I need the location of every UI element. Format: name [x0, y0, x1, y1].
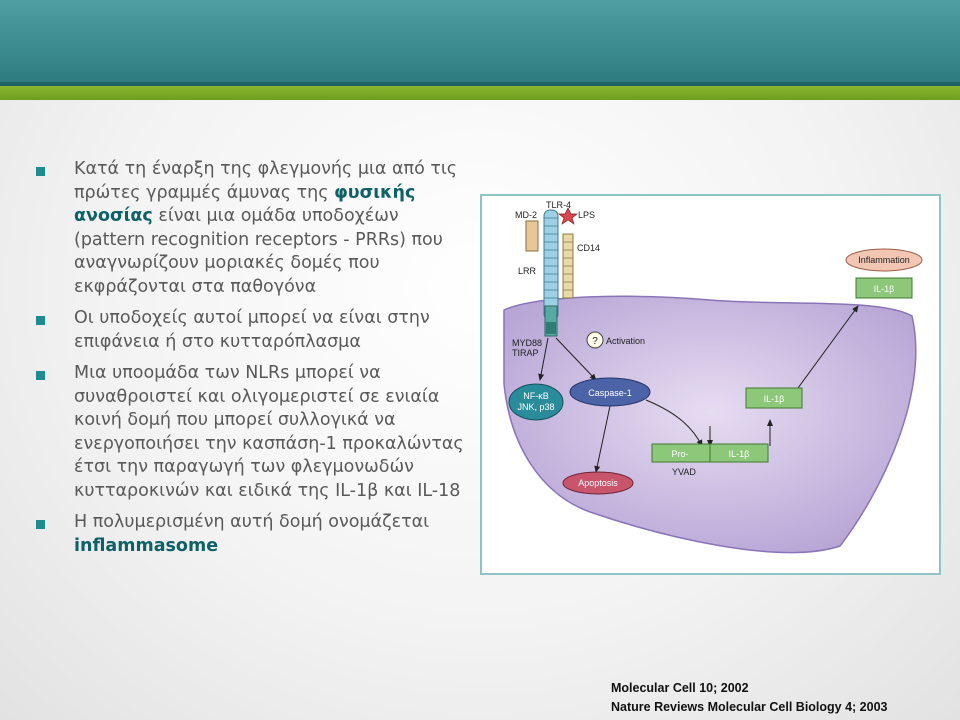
bullet-square-icon [36, 167, 45, 176]
bullet-square-icon [36, 520, 45, 529]
reference-1: Molecular Cell 10; 2002 [611, 681, 749, 695]
label-tlr4: TLR-4 [546, 200, 571, 210]
question-circle-icon [586, 331, 604, 349]
bullet-item: Μια υποομάδα των NLRs μπορεί να συναθροι… [32, 362, 472, 503]
highlight-inflammasome: inflammasome [74, 535, 219, 556]
reference-2: Nature Reviews Molecular Cell Biology 4;… [611, 700, 888, 714]
cell-body [503, 295, 917, 554]
label-jnk: JNK, p38 [517, 402, 554, 412]
highlight-innate-immunity: φυσικής ανοσίας [74, 182, 416, 227]
bullet-item: Οι υποδοχείς αυτοί μπορεί να είναι στην … [32, 307, 472, 354]
lps-star-icon [558, 207, 578, 225]
inflammation-node [845, 248, 923, 272]
arrow-caspase-to-apoptosis [594, 405, 611, 473]
title-bar [0, 0, 960, 82]
label-lps: LPS [578, 210, 595, 220]
label-yvad: YVAD [672, 467, 696, 477]
question-mark: ? [592, 336, 598, 347]
label-mature-il1b: IL-1β [764, 394, 785, 404]
bullet-square-icon [36, 316, 45, 325]
mature-il1b-box [745, 387, 803, 409]
nfkb-node [508, 383, 564, 421]
bullet-list: Κατά τη έναρξη της φλεγμονής μια από τις… [32, 158, 472, 566]
bullet-item: Κατά τη έναρξη της φλεγμονής μια από τις… [32, 158, 472, 299]
label-lrr: LRR [518, 266, 537, 276]
tlr4-receptor [543, 209, 559, 337]
title-bar-divider [0, 82, 960, 86]
inflammasome-diagram: MD-2 TLR-4 LPS CD14 LRR MYD88 TIRAP ? Ac… [480, 194, 960, 575]
bullet-square-icon [36, 371, 45, 380]
label-tirap: TIRAP [512, 348, 539, 358]
label-inflammation: Inflammation [858, 255, 910, 265]
il1b-segment [709, 443, 769, 463]
arrow-to-secreted-il1b [797, 305, 859, 389]
label-pro-il1b: IL-1β [729, 449, 750, 459]
label-cd14: CD14 [577, 243, 600, 253]
bullet-item: Η πολυμερισμένη αυτή δομή ονομάζεται inf… [32, 511, 472, 558]
label-pro: Pro- [671, 449, 688, 459]
arrow-to-nfkb [538, 337, 549, 381]
label-activation: Activation [606, 336, 645, 346]
references: Molecular Cell 10; 2002 Nature Reviews M… [611, 679, 888, 717]
accent-band [0, 86, 960, 100]
caspase1-node [569, 377, 651, 407]
label-apoptosis: Apoptosis [578, 478, 618, 488]
label-md2: MD-2 [515, 210, 537, 220]
label-caspase1: Caspase-1 [588, 388, 632, 398]
arrow-to-caspase [555, 337, 597, 381]
secreted-il1b-box [855, 277, 913, 299]
arrow-caspase-to-proil1b [645, 399, 703, 447]
md2-receptor [525, 220, 539, 252]
label-secreted-il1b: IL-1β [874, 284, 895, 294]
apoptosis-node [562, 471, 634, 495]
label-nfkb: NF-κB [523, 391, 549, 401]
label-myd88: MYD88 [512, 338, 542, 348]
